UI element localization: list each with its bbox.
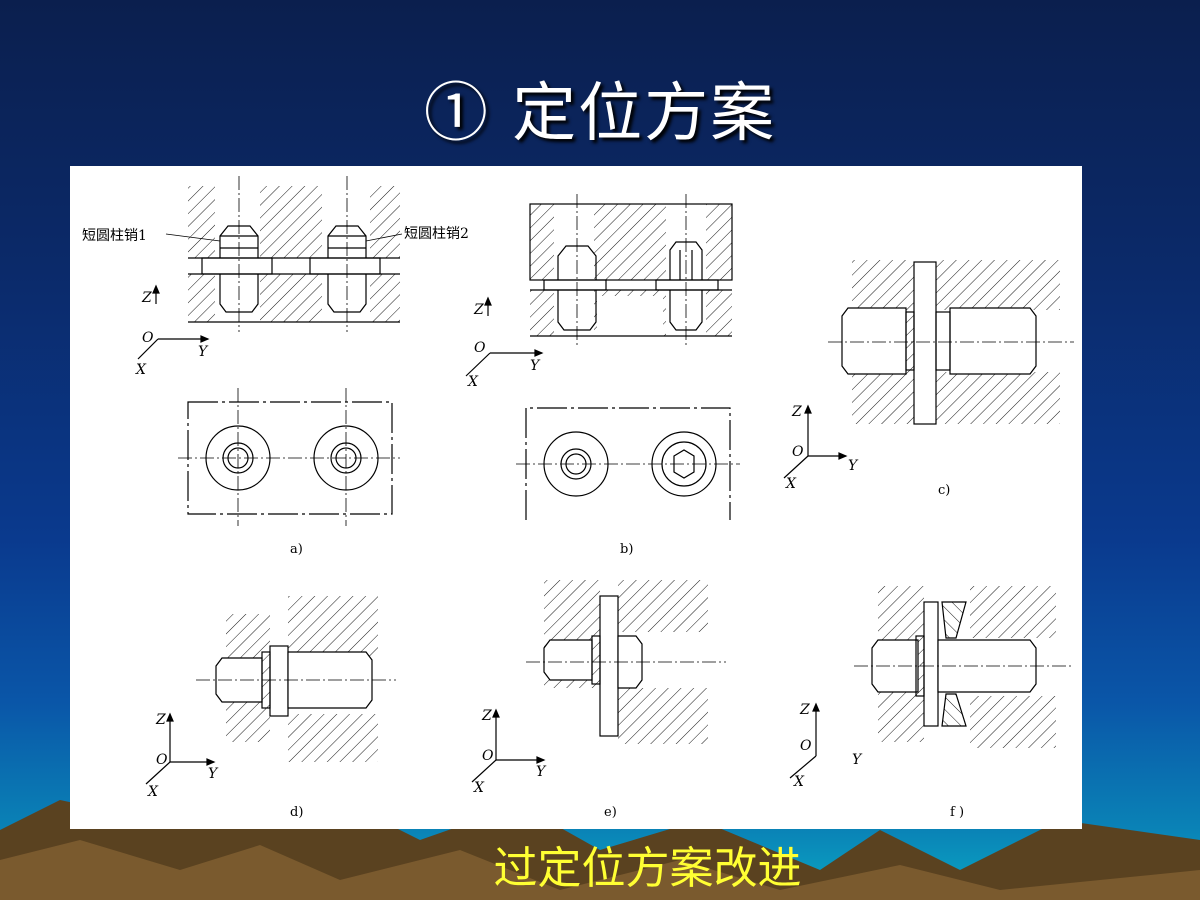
axis-label-z-c: Z <box>791 404 802 420</box>
axis-label-origin-c: O <box>792 444 804 460</box>
figure-b-plan <box>516 407 740 520</box>
axis-label-z-b: Z <box>473 302 484 318</box>
diagram-panel: 短圆柱销1 短圆柱销2 Z O Y X a) <box>70 166 1082 829</box>
axes-c <box>783 404 848 479</box>
figure-c-section <box>828 260 1074 425</box>
figure-e-section <box>526 580 726 744</box>
subfigure-label-f: f ) <box>950 805 964 820</box>
subfigure-label-a: a) <box>290 542 303 557</box>
axis-label-x-b: X <box>467 374 479 390</box>
axis-label-z: Z <box>141 290 152 306</box>
axes-d <box>145 712 216 785</box>
axis-label-y-e: Y <box>536 764 547 780</box>
slide-title: ① 定位方案 <box>423 77 777 151</box>
callout-pin-2: 短圆柱销2 <box>404 226 469 242</box>
axis-label-y-d: Y <box>208 766 219 782</box>
axis-label-origin-f: O <box>800 738 812 754</box>
axis-label-z-f: Z <box>799 702 810 718</box>
axis-label-origin: O <box>142 330 154 346</box>
axis-label-x: X <box>135 362 147 378</box>
axis-label-x-d: X <box>147 784 159 800</box>
subfigure-label-e: e) <box>604 805 617 820</box>
axis-label-x-c: X <box>785 476 797 492</box>
subfigure-label-d: d) <box>290 805 303 820</box>
axis-label-y-c: Y <box>848 458 859 474</box>
subfigure-label-b: b) <box>620 542 633 557</box>
subfigure-label-c: c) <box>938 483 950 498</box>
figure-a-plan <box>178 388 400 526</box>
slide-caption: 过定位方案改进 <box>493 843 802 894</box>
axis-label-y-f: Y <box>852 752 863 768</box>
axis-label-y: Y <box>198 344 209 360</box>
axes-e <box>471 708 546 783</box>
figure-f-section <box>854 586 1074 748</box>
figure-a-section <box>165 176 403 332</box>
axis-label-origin-e: O <box>482 748 494 764</box>
axis-label-z-e: Z <box>481 708 492 724</box>
callout-pin-1: 短圆柱销1 <box>82 228 147 244</box>
figure-b-section <box>529 194 733 346</box>
axis-label-y-b: Y <box>530 358 541 374</box>
locating-schemes-diagram: 短圆柱销1 短圆柱销2 Z O Y X a) <box>82 176 1074 820</box>
axes-f <box>789 702 820 779</box>
figure-d-section <box>196 596 396 762</box>
axis-label-origin-b: O <box>474 340 486 356</box>
axis-label-x-e: X <box>473 780 485 796</box>
axes-b <box>465 296 544 377</box>
axis-label-origin-d: O <box>156 752 168 768</box>
axis-label-x-f: X <box>793 774 805 790</box>
axis-label-z-d: Z <box>155 712 166 728</box>
axes-a <box>137 284 210 360</box>
